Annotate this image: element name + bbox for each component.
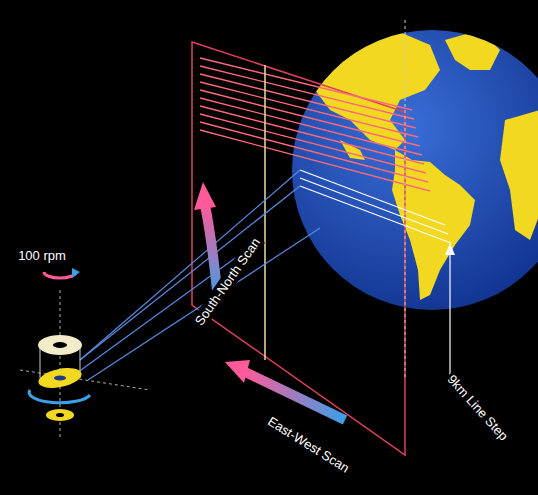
east-west-arrow <box>245 372 345 420</box>
speed-label: 100 rpm <box>16 248 68 264</box>
continents <box>300 30 538 300</box>
scan-plane <box>264 65 266 360</box>
step-label: 9km Line Step <box>443 370 513 445</box>
beams <box>70 170 320 380</box>
scan-mirror <box>20 268 150 440</box>
east-west-arrowhead <box>225 360 250 383</box>
scan-lines <box>200 58 430 191</box>
leader-line <box>449 250 450 380</box>
step-lines <box>300 170 451 243</box>
leader-arrow <box>445 243 455 255</box>
axis <box>405 20 406 380</box>
south-north-arrowhead <box>194 182 216 210</box>
